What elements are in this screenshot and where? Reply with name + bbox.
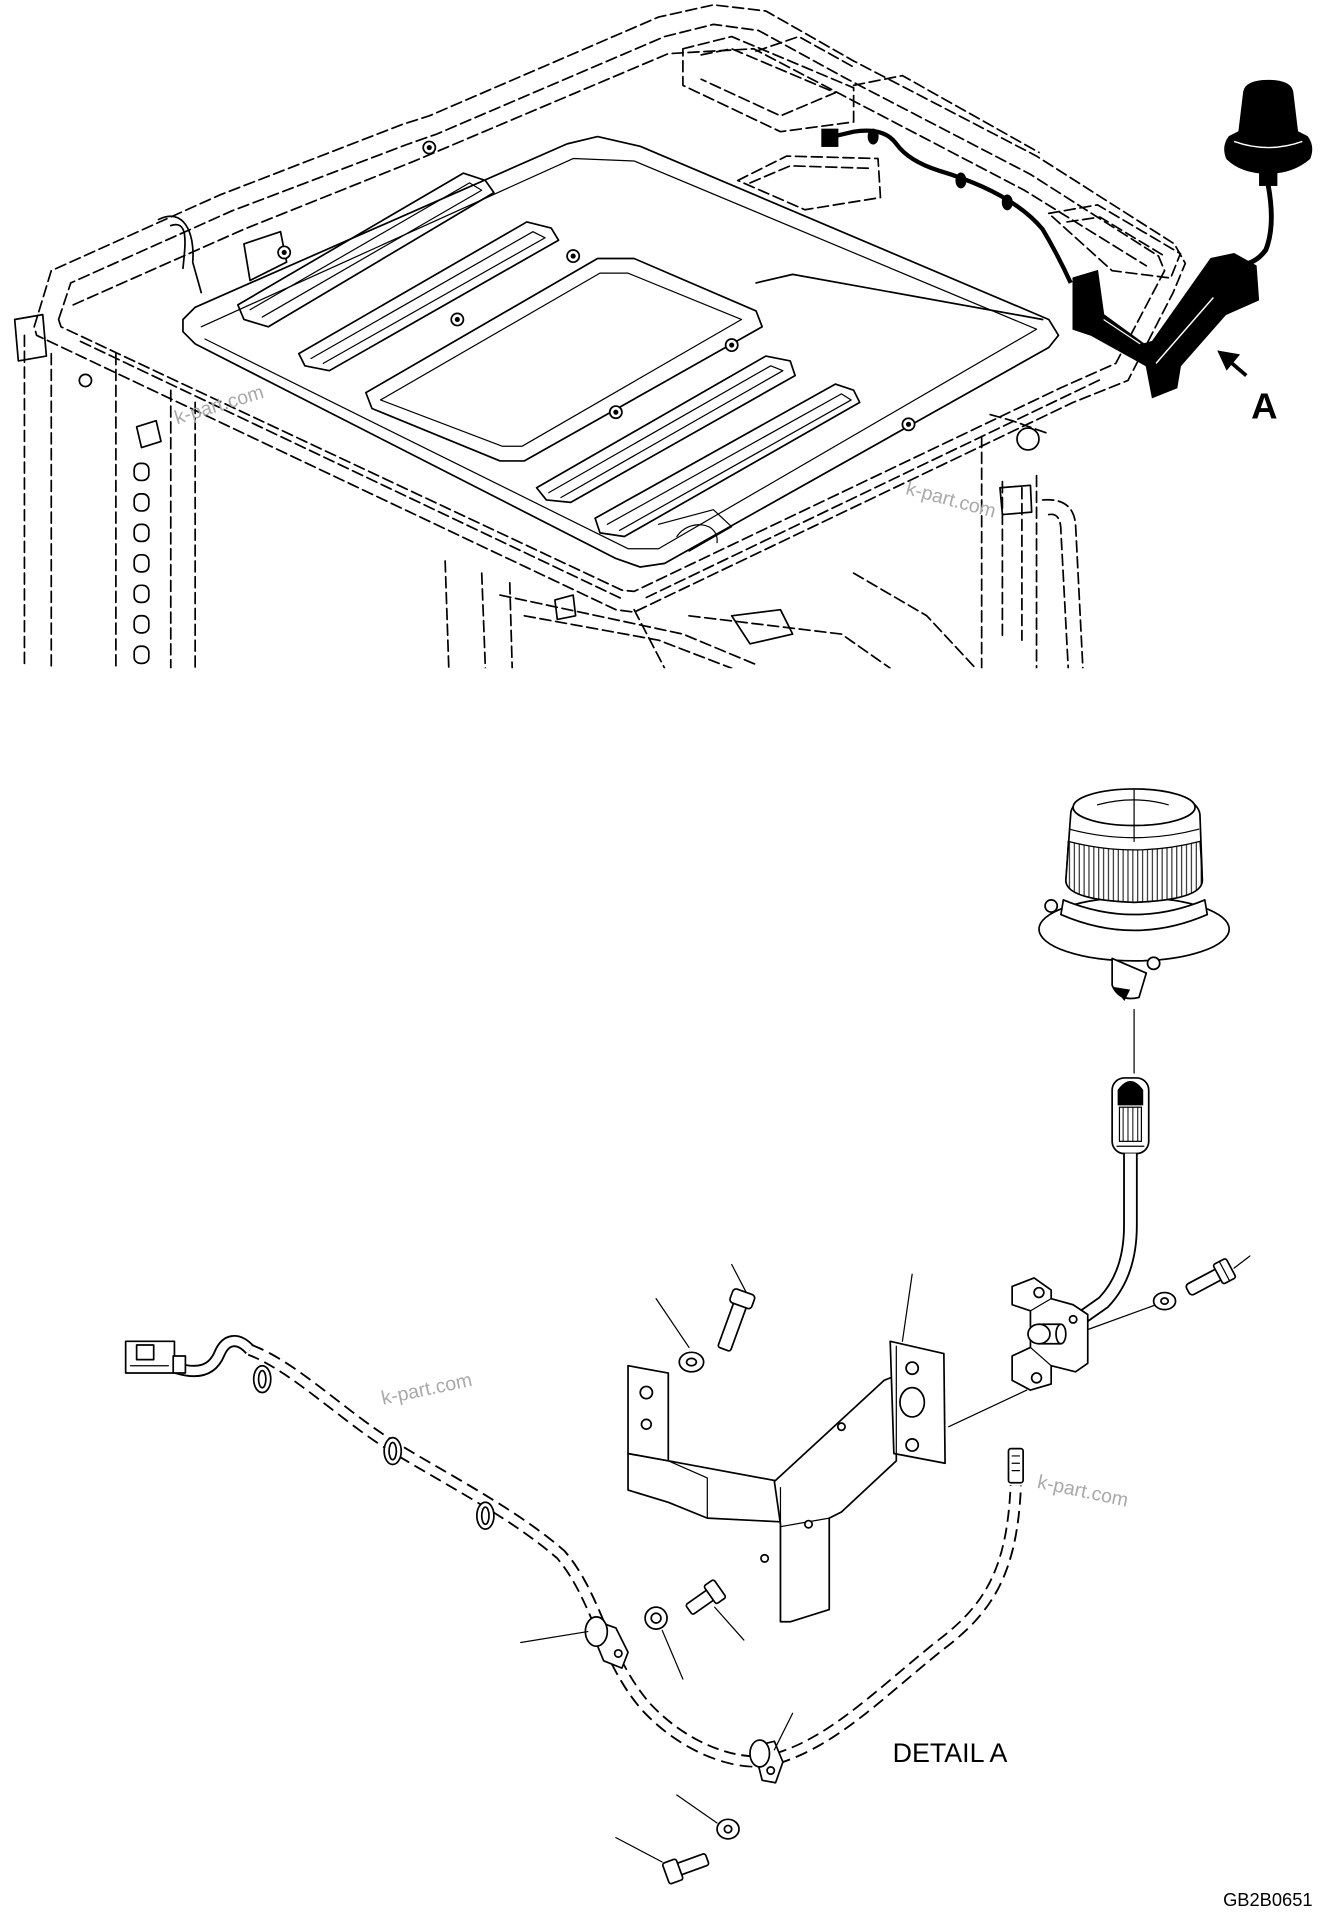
roof-rear-details (157, 35, 1182, 294)
bolt (1185, 1258, 1237, 1296)
washer (644, 1606, 668, 1630)
main-bracket (627, 1340, 946, 1623)
beacon-dome-icon (1224, 79, 1313, 174)
watermark: k-part.com (1035, 1471, 1130, 1512)
washer (1152, 1291, 1177, 1311)
view-arrow: A (1217, 350, 1278, 426)
harness-clamp (584, 1616, 629, 1669)
harness-clip (252, 1364, 272, 1394)
harness-clip (475, 1501, 495, 1530)
beacon-lead-cable (1078, 1153, 1138, 1323)
figure-code: GB2B0651 (1223, 1889, 1312, 1910)
view-arrow-label: A (1251, 385, 1277, 426)
washer (678, 1351, 705, 1373)
watermark: k-part.com (379, 1369, 474, 1410)
harness-clip (383, 1436, 403, 1466)
roof-underside (499, 572, 977, 669)
assembly-line (1088, 1304, 1157, 1330)
washer (716, 1818, 740, 1840)
detail-title: DETAIL A (893, 1738, 1008, 1768)
roof-panel (182, 135, 1060, 568)
harness-clamp (749, 1739, 784, 1784)
beacon-mount (1011, 1277, 1089, 1391)
bolt (661, 1853, 710, 1885)
cab-pillars (13, 313, 1084, 669)
cab-roof-overview (13, 4, 1313, 669)
roof-frame (33, 4, 1187, 613)
beacon-lamp (1038, 788, 1231, 1002)
beacon-installed (1224, 79, 1313, 269)
roof-bolts (78, 140, 1040, 451)
assembly-line (948, 1389, 1028, 1428)
leader-lines (520, 1255, 1251, 1863)
harness-connector (1007, 1447, 1024, 1484)
bolt (685, 1579, 727, 1615)
harness-installed (821, 128, 1073, 284)
harness-connector (124, 1340, 187, 1374)
bolt (717, 1288, 756, 1352)
beacon-connector (1111, 1077, 1150, 1155)
watermark: k-part.com (904, 477, 999, 522)
bracket-installed (1072, 252, 1260, 399)
